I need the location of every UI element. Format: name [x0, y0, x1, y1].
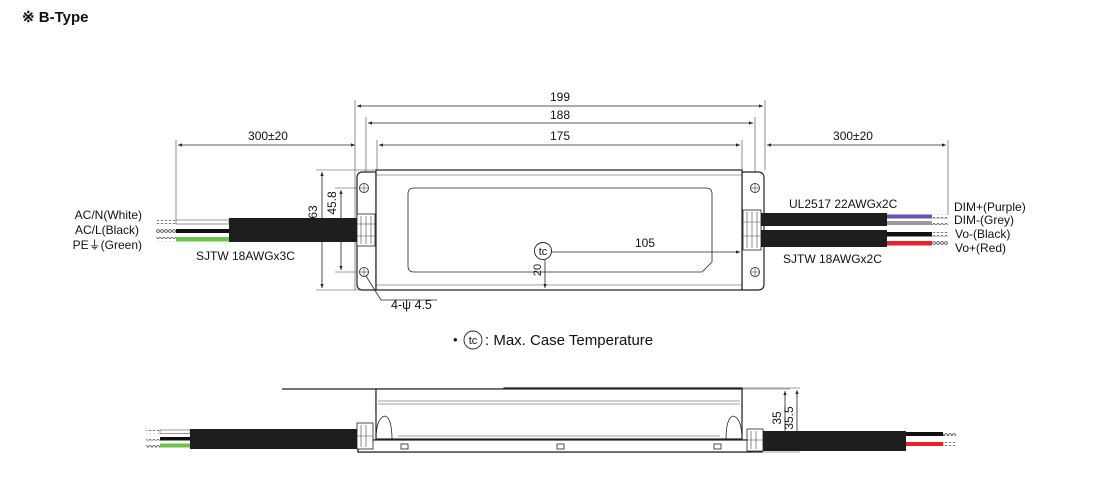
left-cable-label: SJTW 18AWGx3C — [196, 249, 295, 263]
dim-side-height-total: 35.5 — [782, 406, 796, 430]
tc-point-icon — [534, 242, 552, 260]
dim-tc-y: 20 — [532, 264, 544, 276]
wire-label-ac-n: AC/N(White) — [75, 208, 142, 222]
dim-tc-x: 105 — [635, 236, 655, 250]
side-right-cable — [763, 431, 956, 451]
dim-left-cable: 300±20 — [248, 129, 288, 143]
legend: • tc : Max. Case Temperature — [453, 330, 653, 350]
dim-body: 175 — [550, 129, 570, 143]
wire-label-dim-minus: DIM-(Grey) — [954, 213, 1014, 227]
right-upper-cable-label: UL2517 22AWGx2C — [789, 197, 898, 211]
dim-side-height: 35 — [770, 411, 784, 425]
legend-symbol: tc — [469, 335, 478, 347]
dim-holes: 4-ψ 4.5 — [391, 298, 432, 312]
top-view: 199 188 175 300±20 300±20 63 45.8 — [73, 90, 1026, 312]
tc-legend-icon — [463, 330, 483, 350]
side-left-cable — [146, 429, 357, 449]
right-lower-cable-label: SJTW 18AWGx2C — [783, 252, 882, 266]
left-gland-boss — [375, 415, 393, 441]
psu-body — [375, 169, 743, 291]
label-window — [407, 187, 713, 273]
side-body-main — [375, 388, 743, 440]
wire-label-pe: PE⏚(Green) — [73, 238, 142, 252]
legend-bullet: • — [453, 332, 458, 347]
dim-hole-spacing: 45.8 — [325, 191, 339, 215]
hole-leader — [365, 275, 437, 301]
slot — [556, 443, 565, 450]
dim-right-cable: 300±20 — [833, 129, 873, 143]
tc-symbol: tc — [539, 246, 548, 258]
right-gland-boss — [725, 415, 743, 441]
slot — [400, 443, 409, 450]
slot — [713, 443, 722, 450]
legend-text: : Max. Case Temperature — [485, 332, 653, 349]
wire-label-vo-minus: Vo-(Black) — [955, 227, 1010, 241]
side-base-plate — [357, 439, 763, 453]
mounting-hole-icon — [359, 183, 760, 277]
dim-height: 63 — [306, 205, 320, 219]
dim-overall: 199 — [550, 90, 570, 104]
left-cable — [156, 218, 357, 242]
dim-flange-span: 188 — [550, 108, 570, 122]
right-cables — [761, 213, 948, 247]
wire-label-vo-plus: Vo+(Red) — [955, 241, 1006, 255]
wire-label-ac-l: AC/L(Black) — [75, 223, 139, 237]
wire-label-dim-plus: DIM+(Purple) — [954, 200, 1026, 214]
section-title: ※ B-Type — [22, 9, 89, 26]
side-view: 35 35.5 — [146, 387, 956, 453]
